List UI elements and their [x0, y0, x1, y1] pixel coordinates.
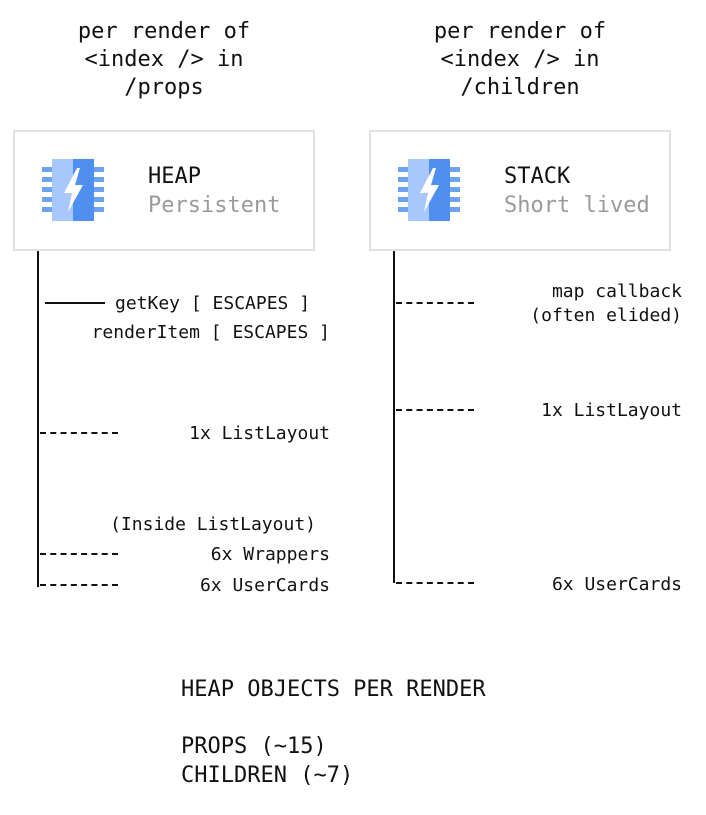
children-title-line-2: <index /> in — [440, 47, 600, 72]
summary-heading: HEAP OBJECTS PER RENDER — [181, 677, 486, 702]
props-title-line-1: per render of — [77, 19, 251, 44]
props-column-title: per render of <index /> in /props — [12, 18, 316, 102]
stack-usercards-label: 6x UserCards — [551, 574, 682, 595]
props-title-line-2: <index /> in — [84, 47, 244, 72]
stack-listlayout-label: 1x ListLayout — [541, 400, 682, 421]
summary-props: PROPS (~15) — [181, 734, 327, 759]
heap-listlayout-label: 1x ListLayout — [189, 423, 330, 444]
stack-timeline-line — [393, 251, 395, 583]
heap-listlayout-connector — [40, 432, 118, 434]
stack-card-subtitle: Short lived — [504, 193, 650, 218]
children-title-line-3: /children — [460, 75, 580, 100]
stack-listlayout-connector — [396, 409, 474, 411]
heap-card-title: HEAP — [148, 164, 201, 189]
renderitem-label: renderItem [ ESCAPES ] — [91, 322, 330, 343]
getkey-connector — [45, 302, 105, 304]
often-elided-label: (often elided) — [530, 305, 682, 326]
stack-card-title: STACK — [504, 164, 571, 189]
getkey-label: getKey [ ESCAPES ] — [115, 293, 311, 314]
map-callback-label: map callback — [551, 281, 682, 302]
heap-timeline-line — [37, 251, 39, 587]
stack-usercards-connector — [396, 582, 474, 584]
heap-card-subtitle: Persistent — [148, 193, 281, 218]
inside-listlayout-label: (Inside ListLayout) — [110, 514, 316, 535]
summary-children: CHILDREN (~7) — [181, 763, 354, 788]
heap-card: HEAP Persistent — [13, 130, 315, 251]
heap-usercards-connector — [40, 584, 118, 586]
heap-usercards-label: 6x UserCards — [199, 575, 330, 596]
memory-chip-bolt-icon — [398, 159, 460, 221]
map-callback-connector — [396, 302, 474, 304]
children-title-line-1: per render of — [433, 19, 607, 44]
children-column-title: per render of <index /> in /children — [368, 18, 672, 102]
wrappers-label: 6x Wrappers — [210, 544, 330, 565]
memory-chip-bolt-icon — [42, 159, 104, 221]
wrappers-connector — [40, 553, 118, 555]
stack-card: STACK Short lived — [369, 130, 671, 251]
props-title-line-3: /props — [124, 75, 204, 100]
